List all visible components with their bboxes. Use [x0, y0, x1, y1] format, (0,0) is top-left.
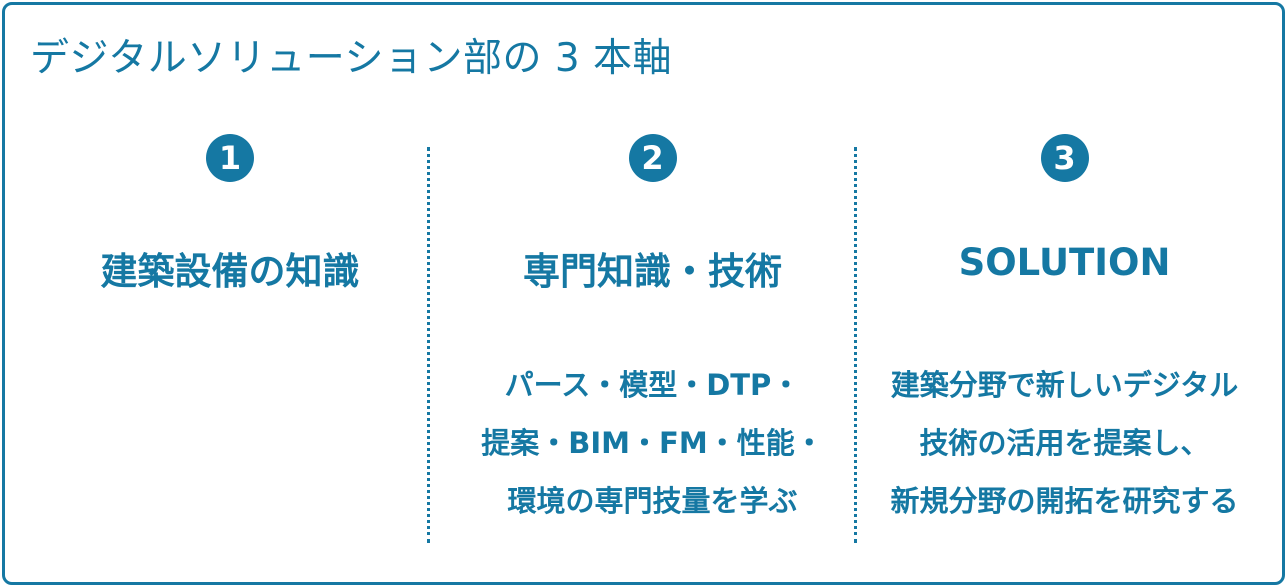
column-description-2: パース・模型・DTP・ 提案・BIM・FM・性能・ 環境の専門技量を学ぶ — [440, 356, 865, 530]
description-line: 環境の専門技量を学ぶ — [507, 484, 798, 518]
column-heading-1: 建築設備の知識 — [100, 250, 360, 293]
description-line: 提案・BIM・FM・性能・ — [481, 426, 824, 460]
number-badge-3: 3 — [1040, 134, 1089, 182]
column-1: 1 建築設備の知識 — [20, 0, 440, 585]
number-badge-2: 2 — [628, 134, 677, 182]
number-badge-1: 1 — [206, 134, 254, 182]
column-2: 2 専門知識・技術 パース・模型・DTP・ 提案・BIM・FM・性能・ 環境の専… — [440, 0, 865, 585]
description-line: パース・模型・DTP・ — [504, 368, 801, 402]
column-3: 3 SOLUTION 建築分野で新しいデジタル 技術の活用を提案し、 新規分野の… — [862, 0, 1267, 585]
column-divider-1 — [427, 147, 430, 543]
description-line: 建築分野で新しいデジタル — [890, 368, 1239, 402]
column-divider-2 — [854, 147, 857, 543]
diagram-title: デジタルソリューション部の 3 本軸 — [30, 36, 673, 81]
column-heading-3: SOLUTION — [958, 241, 1171, 284]
column-description-3: 建築分野で新しいデジタル 技術の活用を提案し、 新規分野の開拓を研究する — [862, 356, 1267, 530]
column-heading-2: 専門知識・技術 — [523, 250, 782, 293]
description-line: 新規分野の開拓を研究する — [890, 484, 1239, 518]
description-line: 技術の活用を提案し、 — [919, 426, 1210, 460]
